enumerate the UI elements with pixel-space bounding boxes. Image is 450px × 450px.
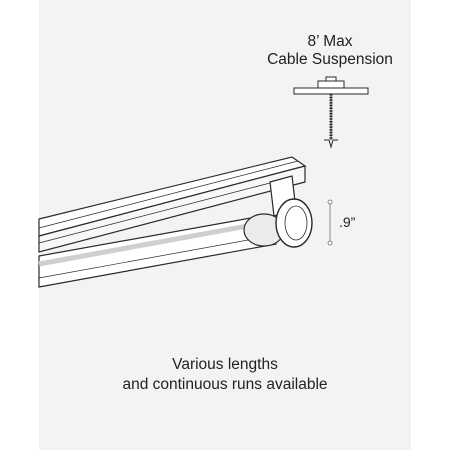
caption-continuous-runs: and continuous runs available (122, 376, 328, 393)
callout-max-length: 8’ Max (307, 33, 353, 50)
callout-cable-suspension: Cable Suspension (267, 51, 393, 68)
linear-fixture (38, 156, 313, 288)
suspension-cable-icon (324, 94, 338, 149)
canopy-icon (293, 76, 369, 95)
height-dimension-marker (327, 199, 333, 246)
dimension-label: .9” (339, 214, 356, 230)
caption-lengths: Various lengths (172, 356, 278, 373)
